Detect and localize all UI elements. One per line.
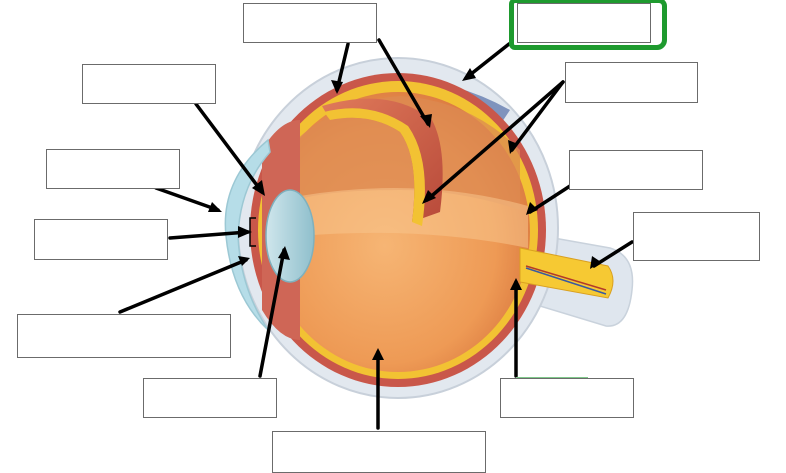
- label-box-10[interactable]: [143, 378, 277, 418]
- label-box-6[interactable]: [569, 150, 703, 190]
- arrow-heads: [208, 68, 601, 360]
- retina-flap: [322, 98, 443, 222]
- label-box-7[interactable]: [34, 219, 168, 260]
- cornea-bracket: [249, 217, 256, 247]
- label-box-2[interactable]: [517, 3, 651, 43]
- label-box-9[interactable]: [17, 314, 231, 358]
- label-box-3[interactable]: [82, 64, 216, 104]
- label-box-12[interactable]: [272, 431, 486, 473]
- lens: [265, 189, 315, 283]
- leader-arrows: [118, 38, 634, 430]
- label-box-11[interactable]: [500, 378, 634, 418]
- label-box-8[interactable]: [633, 212, 760, 261]
- retina-flap-edge: [324, 108, 425, 226]
- label-box-1[interactable]: [243, 3, 377, 43]
- label-box-5[interactable]: [46, 149, 180, 189]
- label-box-4[interactable]: [565, 62, 698, 103]
- cutaway-inner-wall: [296, 96, 520, 210]
